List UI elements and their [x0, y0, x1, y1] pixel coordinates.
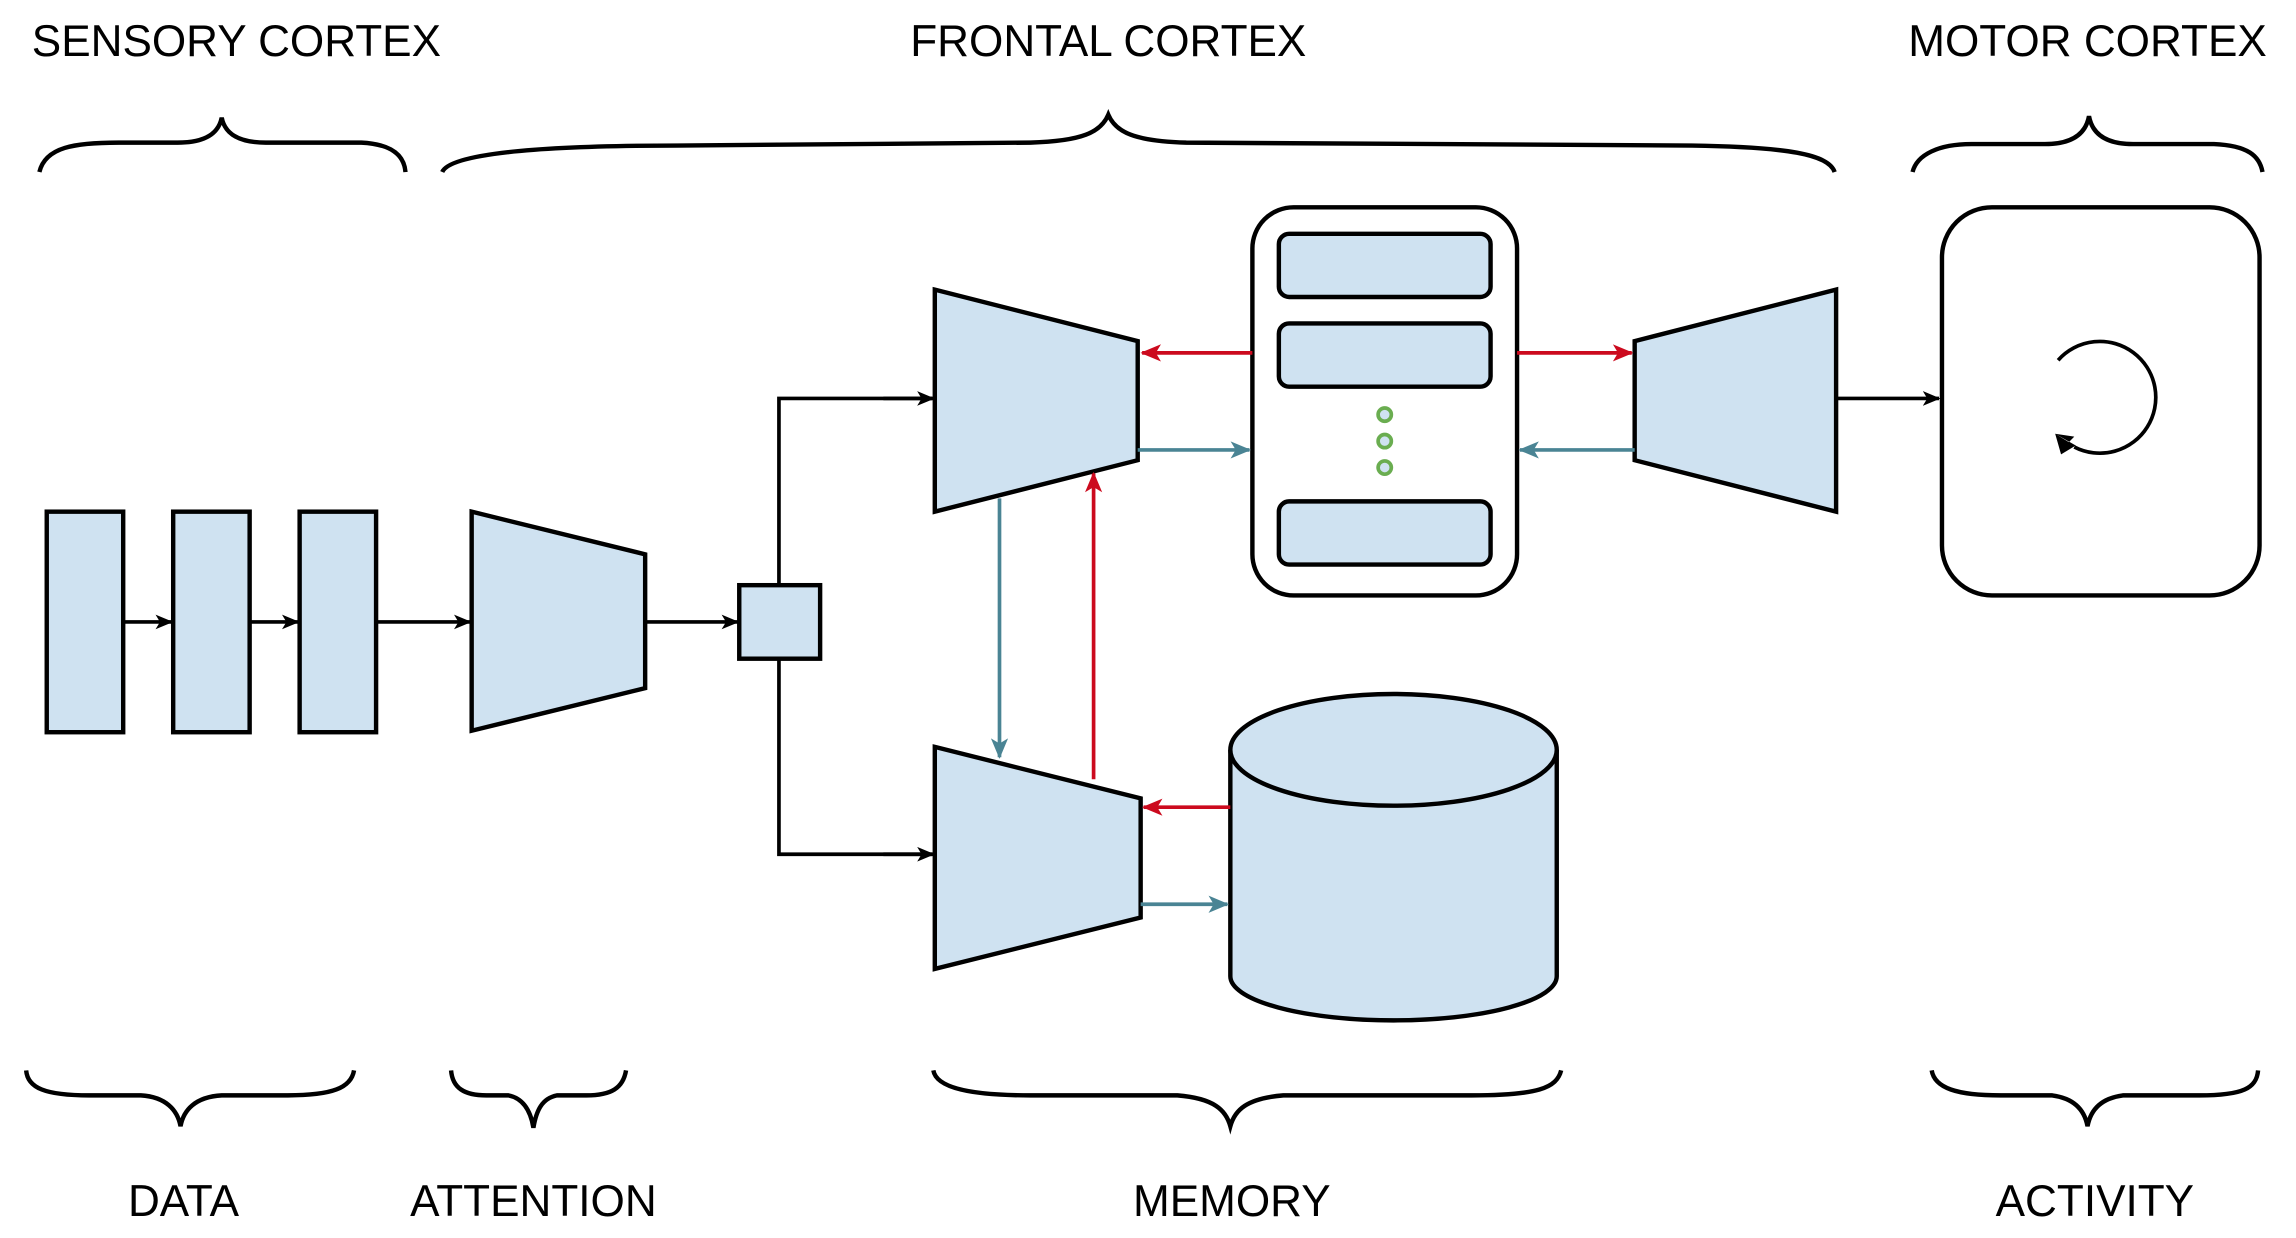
router-split-line [777, 396, 932, 586]
ellipsis-dots-icon [1376, 406, 1394, 477]
router-node [737, 582, 823, 661]
long-term-memory-store [1228, 691, 1559, 1023]
memory-slot-1 [1276, 231, 1493, 300]
data-block-1 [44, 509, 126, 735]
label-frontal-cortex: FRONTAL CORTEX [910, 17, 1306, 66]
loop-arrow-icon [2055, 339, 2158, 455]
data-block-3 [297, 509, 379, 735]
brace-memory [931, 1069, 1564, 1135]
lower-memory-encoder [932, 744, 1143, 972]
label-sensory-cortex: SENSORY CORTEX [32, 17, 441, 66]
memory-slot-2 [1276, 321, 1493, 389]
brace-activity [1929, 1069, 2261, 1127]
activity-box [1939, 205, 2262, 598]
brace-data [23, 1069, 357, 1127]
brace-frontal-cortex [440, 108, 1837, 174]
brace-attention [448, 1069, 629, 1129]
memory-slot-n [1276, 499, 1493, 567]
router-split-line-lower [777, 658, 932, 857]
brace-sensory-cortex [37, 117, 408, 173]
working-memory-slots [1250, 205, 1520, 598]
label-motor-cortex: MOTOR CORTEX [1908, 17, 2266, 66]
motor-decoder [1632, 286, 1839, 515]
data-block-2 [170, 509, 252, 735]
label-activity: ACTIVITY [1996, 1177, 2194, 1226]
label-data: DATA [128, 1177, 240, 1226]
upper-memory-encoder [932, 286, 1140, 515]
label-attention: ATTENTION [410, 1177, 657, 1226]
label-memory: MEMORY [1133, 1177, 1331, 1226]
attention-encoder [469, 508, 648, 734]
brace-motor-cortex [1910, 115, 2265, 173]
